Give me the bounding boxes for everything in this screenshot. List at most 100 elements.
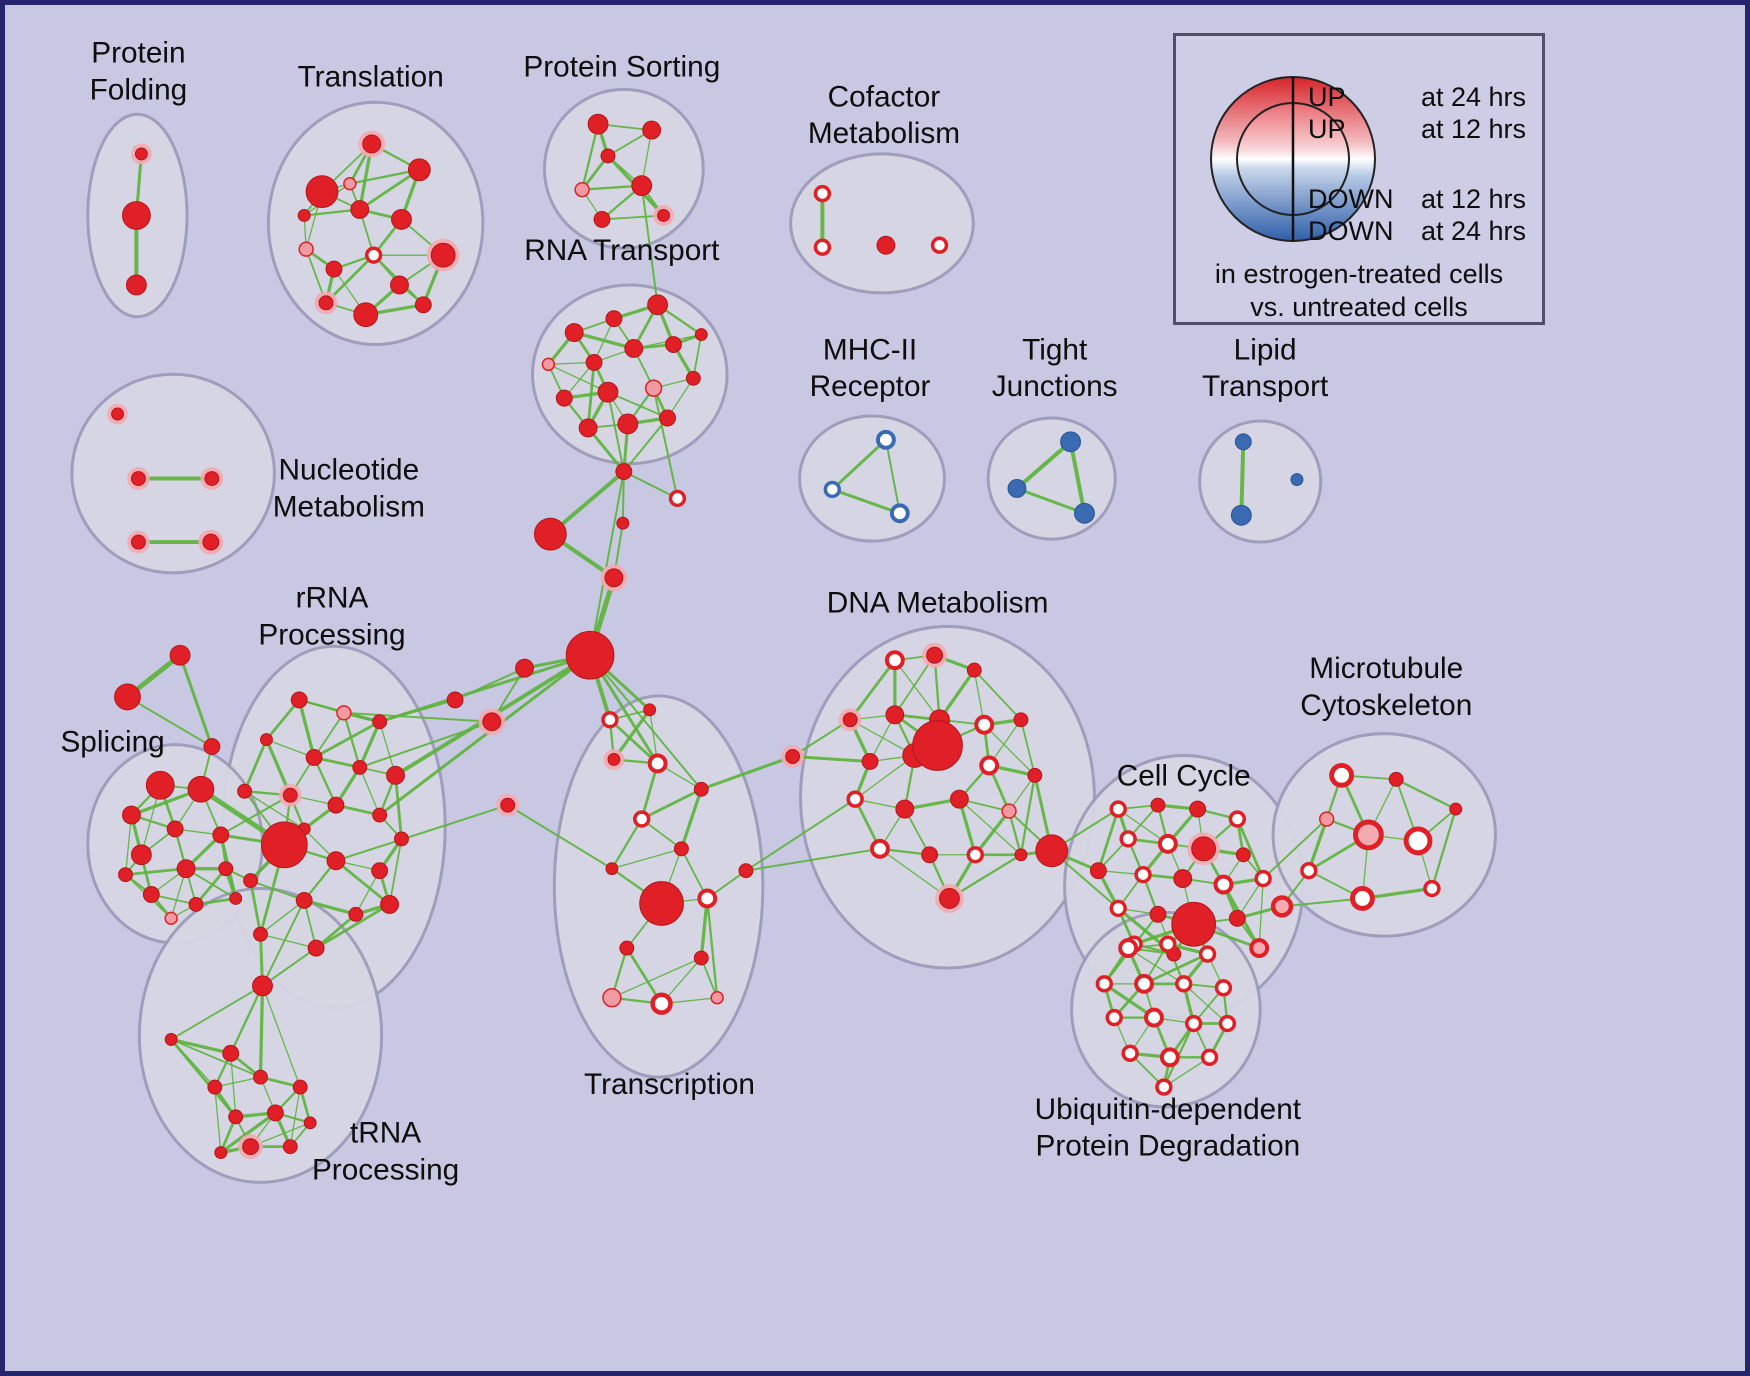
network-node — [1119, 830, 1137, 848]
network-node — [1403, 826, 1433, 856]
network-node — [1171, 901, 1217, 947]
network-node — [1228, 909, 1246, 927]
network-node — [565, 630, 615, 680]
network-node — [327, 796, 345, 814]
cluster-ellipse-nucleotide-metabolism — [70, 372, 276, 575]
network-edge — [611, 848, 683, 870]
network-edge — [1262, 818, 1328, 880]
network-node — [372, 714, 388, 730]
network-node — [318, 295, 334, 311]
network-node — [643, 703, 657, 717]
network-node — [298, 241, 314, 257]
network-edge — [358, 720, 493, 769]
network-node — [966, 662, 982, 678]
network-node — [966, 846, 984, 864]
cluster-ellipse-mhc-ii-receptor — [798, 414, 946, 543]
network-node — [297, 209, 311, 222]
network-edge — [581, 122, 600, 191]
network-node — [1105, 1008, 1123, 1027]
network-edge — [1239, 439, 1246, 518]
network-node — [164, 911, 178, 926]
network-node — [164, 1032, 178, 1046]
network-node — [1109, 899, 1127, 918]
network-node — [593, 210, 611, 228]
network-edge — [178, 653, 214, 749]
network-edge — [261, 947, 318, 987]
network-node — [1249, 938, 1270, 959]
network-node — [605, 310, 623, 328]
network-node — [260, 821, 308, 869]
network-node — [1074, 502, 1095, 524]
network-edge — [706, 897, 719, 999]
network-node — [693, 950, 709, 966]
network-edge — [378, 653, 592, 817]
network-edge — [1142, 952, 1209, 986]
network-node — [1118, 938, 1139, 959]
network-edge — [589, 470, 625, 657]
network-node — [624, 339, 644, 358]
network-edge — [640, 787, 703, 821]
network-node — [187, 775, 215, 803]
network-node — [111, 407, 124, 421]
network-edge — [1015, 486, 1086, 515]
network-edge — [126, 695, 213, 748]
network-edge — [249, 879, 262, 936]
network-edge — [699, 896, 709, 960]
network-node — [1184, 1014, 1203, 1033]
network-edge — [586, 360, 596, 430]
network-edge — [679, 787, 703, 851]
network-edge — [983, 724, 1036, 777]
network-node — [693, 781, 709, 797]
network-edge — [957, 797, 977, 857]
network-edge — [1096, 807, 1120, 873]
network-node — [574, 181, 590, 198]
network-node — [930, 236, 949, 254]
network-node — [114, 683, 141, 711]
legend-time: at 24 hrs — [1420, 82, 1526, 112]
network-node — [1007, 479, 1027, 498]
network-edge — [170, 984, 264, 1041]
network-node — [343, 176, 357, 191]
network-node — [876, 235, 896, 255]
network-node — [353, 302, 379, 328]
network-edge — [1068, 439, 1087, 516]
legend-time: at 12 hrs — [1420, 184, 1526, 214]
network-edge — [547, 363, 609, 393]
network-node — [979, 755, 1000, 776]
network-node — [738, 863, 754, 879]
network-node — [348, 906, 364, 922]
network-node — [372, 807, 388, 823]
cluster-ellipse-protein-sorting — [542, 87, 705, 250]
network-node — [391, 209, 412, 230]
network-node — [605, 862, 619, 876]
network-node — [823, 480, 841, 499]
legend-caption-line2: vs. untreated cells — [1250, 292, 1468, 322]
cluster-label-transcription: Transcription — [584, 1068, 755, 1101]
network-node — [188, 896, 204, 912]
network-edge — [1183, 983, 1229, 1025]
network-node — [555, 389, 573, 407]
network-node — [252, 975, 273, 997]
network-node — [282, 1139, 298, 1155]
network-node — [615, 463, 633, 481]
network-node — [604, 568, 624, 588]
network-node — [631, 175, 653, 197]
network-edge — [640, 184, 659, 306]
network-node — [203, 738, 221, 756]
network-node — [260, 733, 273, 747]
network-edge — [830, 487, 902, 515]
network-node — [1198, 945, 1217, 963]
legend-time: at 12 hrs — [1420, 114, 1526, 144]
network-node — [602, 988, 622, 1008]
network-edge — [348, 168, 421, 185]
network-node — [1200, 1048, 1219, 1066]
network-node — [446, 691, 464, 709]
network-edge — [342, 711, 493, 723]
network-edge — [342, 711, 361, 769]
network-edge — [622, 416, 669, 473]
network-edge — [334, 859, 391, 906]
network-edge — [1014, 439, 1073, 491]
